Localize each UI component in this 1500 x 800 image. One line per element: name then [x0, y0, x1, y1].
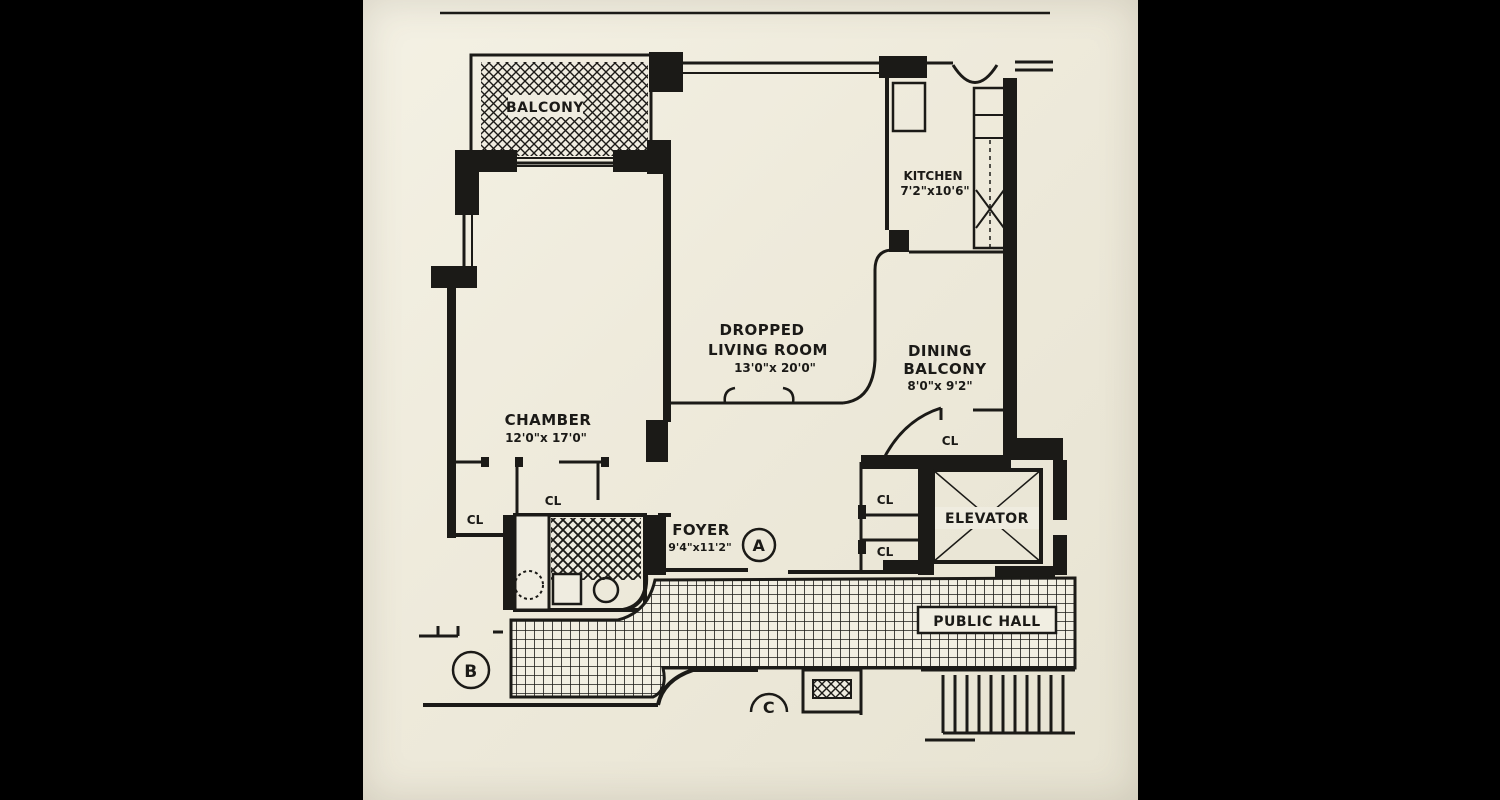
marker-a-label: A [753, 536, 766, 555]
balcony-area: BALCONY [469, 53, 653, 165]
floor-plan-drawing: BALCONY [419, 11, 1077, 742]
marker-a: A [741, 527, 777, 563]
closet-label-foyer-2: CL [877, 545, 894, 559]
marker-c-label: C [763, 698, 775, 717]
chamber-label: CHAMBER [505, 411, 592, 429]
kitchen-label: KITCHEN [903, 169, 962, 183]
walls [431, 52, 1067, 612]
elevator-label: ELEVATOR [945, 511, 1029, 527]
living-room-dimensions: 13'0"x 20'0" [734, 361, 816, 375]
dining-label-line2: BALCONY [903, 360, 987, 378]
floor-plan-paper: BALCONY [363, 0, 1138, 800]
closet-label-foyer-1: CL [877, 493, 894, 507]
elevator: ELEVATOR [931, 468, 1043, 564]
marker-b: B [451, 650, 491, 690]
public-hall-label: PUBLIC HALL [933, 614, 1040, 630]
marker-c: C [749, 692, 789, 717]
balcony-label: BALCONY [506, 100, 584, 116]
living-room-label-line1: DROPPED [720, 321, 805, 339]
foyer-label: FOYER [672, 521, 730, 539]
kitchen-dimensions: 7'2"x10'6" [900, 184, 969, 198]
closet-label-chamber-1: CL [467, 513, 484, 527]
living-room-label-line2: LIVING ROOM [708, 341, 828, 359]
marker-b-label: B [464, 662, 477, 682]
dining-dimensions: 8'0"x 9'2" [907, 379, 972, 393]
closet-label-dining: CL [942, 434, 959, 448]
closet-label-chamber-2: CL [545, 494, 562, 508]
chamber-dimensions: 12'0"x 17'0" [505, 431, 587, 445]
lower-hall [419, 626, 1075, 742]
public-hall-floor: PUBLIC HALL [509, 576, 1077, 699]
foyer-dimensions: 9'4"x11'2" [668, 541, 732, 554]
dining-label-line1: DINING [908, 342, 972, 360]
